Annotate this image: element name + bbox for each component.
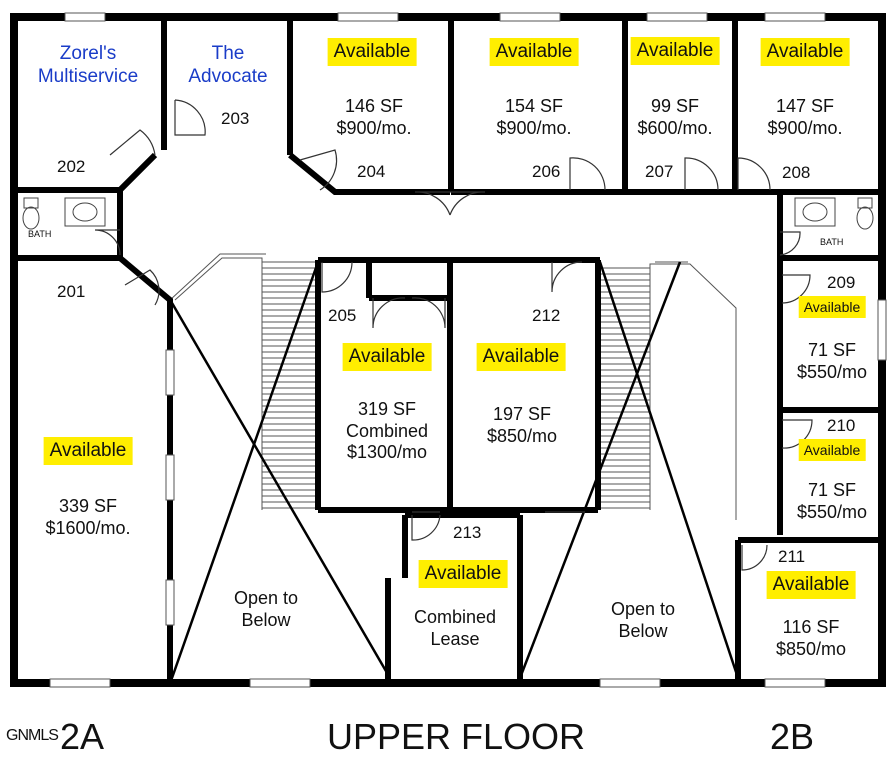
bath-label-right: BATH xyxy=(820,237,844,247)
room-201-rent: $1600/mo. xyxy=(45,517,131,538)
room-208-rent: $900/mo. xyxy=(767,117,843,138)
watermark-logo: GNMLS xyxy=(6,727,59,744)
combined-lease-label: Combined Lease xyxy=(414,607,496,650)
room-number-208: 208 xyxy=(782,163,811,182)
tenant-203: The Advocate xyxy=(188,43,267,89)
room-number-212: 212 xyxy=(532,306,561,325)
tenant-202: Zorel's Multiservice xyxy=(38,43,138,89)
tenant-203-line2: Advocate xyxy=(188,65,268,87)
room-201-size: 339 SF xyxy=(58,496,118,516)
available-badge-211: Available xyxy=(766,571,856,599)
room-206-size: 154 SF xyxy=(504,96,564,116)
room-number-213: 213 xyxy=(453,523,482,542)
room-number-204: 204 xyxy=(357,162,386,181)
available-badge-210: Available xyxy=(798,439,866,461)
walls xyxy=(10,13,886,687)
room-211-size: 116 SF xyxy=(782,617,840,637)
open-to-below-left-line1: Open to xyxy=(233,588,299,608)
tenant-203-line1: The xyxy=(211,43,245,64)
room-211-rent: $850/mo xyxy=(775,638,847,659)
open-to-below-right: Open to Below xyxy=(611,599,675,642)
room-205-rent: $1300/mo xyxy=(346,442,428,463)
open-to-below-left: Open to Below xyxy=(234,588,298,631)
room-206-info: 154 SF $900/mo. xyxy=(496,96,571,139)
room-number-207: 207 xyxy=(645,162,674,181)
stair-left-treads xyxy=(262,261,318,509)
available-badge-207: Available xyxy=(630,37,720,65)
room-205-info: 319 SF Combined $1300/mo xyxy=(346,399,428,464)
open-to-below-right-line1: Open to xyxy=(610,599,676,619)
stair-right-treads xyxy=(598,267,650,509)
room-210-rent: $550/mo xyxy=(796,501,868,522)
room-208-info: 147 SF $900/mo. xyxy=(767,96,842,139)
bath-label-left: BATH xyxy=(28,229,52,239)
room-number-202: 202 xyxy=(57,157,86,176)
open-to-below-left-line2: Below xyxy=(241,609,291,630)
room-210-info: 71 SF $550/mo xyxy=(797,480,867,523)
available-badge-208: Available xyxy=(760,38,850,66)
room-201-info: 339 SF $1600/mo. xyxy=(45,496,130,539)
room-210-size: 71 SF xyxy=(807,480,857,500)
tenant-202-line2: Multiservice xyxy=(37,65,139,87)
room-number-211: 211 xyxy=(778,547,806,566)
stair-left xyxy=(169,253,318,510)
stair-right xyxy=(598,261,737,520)
room-212-size: 197 SF xyxy=(492,404,552,424)
room-207-size: 99 SF xyxy=(650,96,700,116)
available-badge-206: Available xyxy=(489,38,579,66)
room-number-203: 203 xyxy=(221,109,250,128)
room-number-206: 206 xyxy=(532,162,561,181)
open-to-below-right-line2: Below xyxy=(618,620,668,641)
room-211-info: 116 SF $850/mo xyxy=(776,617,846,660)
combined-lease-line2: Lease xyxy=(430,628,480,649)
room-209-size: 71 SF xyxy=(807,340,857,360)
side-label-2b: 2B xyxy=(770,716,815,757)
available-badge-204: Available xyxy=(327,38,417,66)
available-badge-213: Available xyxy=(418,560,508,588)
room-209-info: 71 SF $550/mo xyxy=(797,340,867,383)
windows xyxy=(49,12,887,688)
bath-fixtures xyxy=(22,197,874,230)
open-to-below-crosses xyxy=(170,261,740,679)
available-badge-201: Available xyxy=(43,437,133,465)
room-number-201: 201 xyxy=(57,282,86,301)
room-number-210: 210 xyxy=(827,416,856,435)
tenant-202-line1: Zorel's xyxy=(59,43,117,64)
room-number-209: 209 xyxy=(827,273,856,292)
room-204-size: 146 SF xyxy=(344,96,404,116)
room-205-size: 319 SF xyxy=(357,399,417,419)
available-badge-212: Available xyxy=(476,343,566,371)
side-label-2a: 2A xyxy=(60,716,105,757)
room-204-info: 146 SF $900/mo. xyxy=(336,96,411,139)
room-208-size: 147 SF xyxy=(775,96,835,116)
room-207-rent: $600/mo. xyxy=(637,117,713,138)
available-badge-209: Available xyxy=(798,296,866,318)
combined-lease-line1: Combined xyxy=(413,607,497,627)
room-212-rent: $850/mo xyxy=(486,425,558,446)
room-207-info: 99 SF $600/mo. xyxy=(637,96,712,139)
room-212-info: 197 SF $850/mo xyxy=(487,404,557,447)
room-209-rent: $550/mo xyxy=(796,361,868,382)
available-badge-205: Available xyxy=(342,343,432,371)
doors xyxy=(94,99,813,571)
room-204-rent: $900/mo. xyxy=(336,117,412,138)
room-205-note: Combined xyxy=(345,420,429,441)
floor-title: UPPER FLOOR xyxy=(326,716,586,757)
room-206-rent: $900/mo. xyxy=(496,117,572,138)
room-number-205: 205 xyxy=(328,306,357,325)
